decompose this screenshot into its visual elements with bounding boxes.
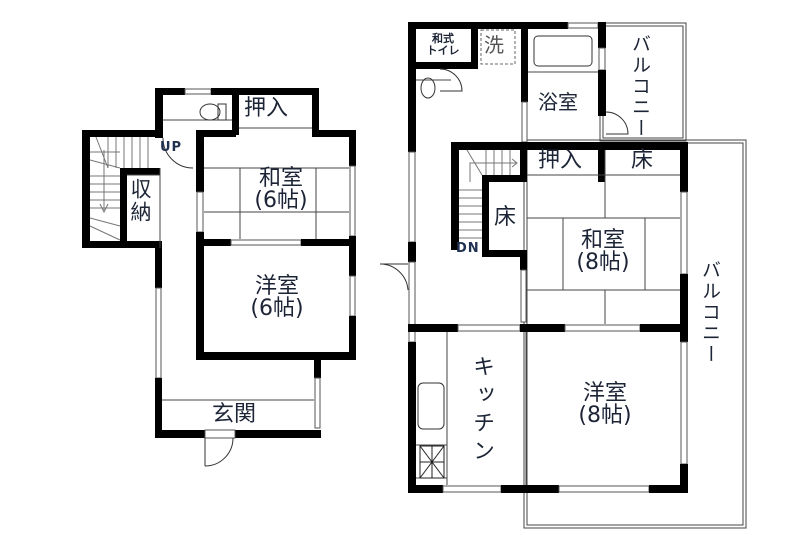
washitsu-8-label: 和室 (8帖) [548, 230, 658, 274]
washer-space [480, 29, 516, 65]
washitsu-6-label: 和室 (6帖) [226, 168, 336, 212]
washitsu-6-size: (6帖) [254, 188, 308, 213]
left-stair-walls [82, 130, 162, 248]
yoshitsu-6-size: (6帖) [250, 296, 304, 321]
toilet-line2: トイレ [426, 43, 460, 57]
entrance-label: 玄関 [212, 402, 257, 427]
bathtub [533, 35, 593, 67]
washitsu-8-name: 和室 [580, 228, 625, 253]
balcony-top-label: バルコニー [629, 34, 651, 139]
kitchen-stove [419, 445, 445, 479]
bath-door-swing [605, 111, 629, 135]
yoshitsu-8-label: 洋室 (8帖) [550, 383, 660, 427]
stair-up-label: UP [160, 140, 183, 155]
yoshitsu-8-name: 洋室 [582, 381, 627, 406]
kitchen-label: キッチン [469, 355, 494, 467]
stair-down-label: DN [456, 241, 480, 256]
bath-label: 浴室 [538, 90, 578, 114]
laundry-label: 洗 [484, 33, 504, 57]
entrance-door-swing [204, 437, 234, 467]
left-main-walls [155, 88, 356, 439]
yoshitsu-8-size: (8帖) [578, 403, 632, 428]
left-floor [82, 88, 356, 467]
closet-label-left: 押入 [244, 96, 289, 121]
tokonoma-top-label: 床 [631, 148, 654, 173]
kitchen-sink [417, 382, 445, 430]
toilet-fixture [420, 77, 436, 99]
right-thin-lines [416, 71, 680, 485]
toilet-door-swing [439, 68, 463, 92]
right-outer-walls [408, 22, 688, 493]
left-toilet-fixture [199, 103, 227, 121]
closet-label-right: 押入 [538, 148, 583, 173]
right-stair-treads [459, 149, 518, 239]
tokonoma-left-label: 床 [494, 205, 517, 230]
toilet-line1: 和式 [432, 32, 454, 45]
washitsu-8-size: (8帖) [576, 250, 630, 275]
balcony-right-label: バルコニー [699, 260, 721, 365]
washitsu-6-name: 和室 [258, 166, 303, 191]
left-stair-treads [89, 136, 149, 241]
storage-label: 収納 [128, 178, 152, 224]
toilet-label: 和式 トイレ [416, 33, 470, 56]
left-thin-lines [127, 119, 349, 401]
left-upper-door-swing [162, 137, 194, 169]
yoshitsu-6-label: 洋室 (6帖) [222, 276, 332, 320]
yoshitsu-6-name: 洋室 [254, 274, 299, 299]
side-door-swing [379, 263, 409, 291]
right-floor [379, 22, 747, 529]
